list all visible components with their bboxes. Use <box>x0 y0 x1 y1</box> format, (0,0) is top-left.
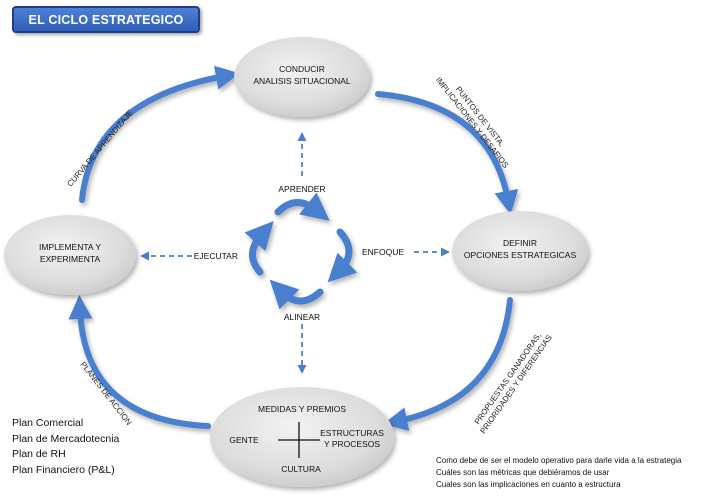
plan-item: Plan de Mercadotecnia <box>12 432 120 445</box>
center-label-aprender: APRENDER <box>278 184 325 194</box>
plan-item: Plan Financiero (P&L) <box>12 463 115 476</box>
center-label-enfoque: ENFOQUE <box>362 247 404 257</box>
arc-arrow-bottom-right <box>383 297 513 431</box>
node-conducir-line2: ANALISIS SITUACIONAL <box>253 76 351 86</box>
node-conducir: CONDUCIR ANALISIS SITUACIONAL <box>234 37 370 117</box>
arc-arrow-top-right <box>375 91 519 215</box>
cycle-arrow-right <box>327 228 358 283</box>
label-prioridades-diferencias: PRIORIDADES Y DIFERENCIAS <box>478 333 553 435</box>
plans-list: Plan Comercial Plan de Mercadotecnia Pla… <box>12 416 119 478</box>
node-implementa-line2: EXPERIMENTA <box>40 254 101 264</box>
node-definir-line1: DEFINIR <box>503 238 537 248</box>
label-curva-aprendizaje: CURVA DE APRENDIZAJE <box>65 108 134 188</box>
note-item: Cuales son las implicaciones en cuanto a… <box>436 480 621 489</box>
node-medidas-estructuras: ESTRUCTURAS <box>320 428 384 438</box>
node-medidas: MEDIDAS Y PREMIOS GENTE ESTRUCTURAS Y PR… <box>210 387 394 487</box>
diagram-title: EL CICLO ESTRATEGICO <box>12 6 200 33</box>
node-medidas-cultura: CULTURA <box>281 464 321 474</box>
node-definir: DEFINIR OPCIONES ESTRATEGICAS <box>452 211 588 291</box>
node-conducir-line1: CONDUCIR <box>279 64 325 74</box>
center-label-ejecutar: EJECUTAR <box>194 251 238 261</box>
arc-arrow-bottom-left <box>68 295 211 429</box>
notes-list: Como debe de ser el modelo operativo par… <box>436 455 681 491</box>
arc-arrow-top-left <box>79 65 240 203</box>
label-propuestas-ganadoras: PROPUESTAS GANADORAS, <box>473 331 543 426</box>
cycle-arrow-left <box>244 220 274 276</box>
label-implicaciones-desafios: IMPLICACIONES Y DESAFIOS <box>434 75 510 169</box>
note-item: Cuáles son las métricas que debiéramos d… <box>436 468 610 477</box>
node-medidas-title: MEDIDAS Y PREMIOS <box>258 404 346 414</box>
node-implementa: IMPLEMENTA Y EXPERIMENTA <box>4 215 136 295</box>
node-medidas-procesos: Y PROCESOS <box>324 439 380 449</box>
plan-item: Plan de RH <box>12 448 66 460</box>
cycle-arrow-bottom <box>269 279 324 310</box>
center-label-alinear: ALINEAR <box>284 312 320 322</box>
node-definir-line2: OPCIONES ESTRATEGICAS <box>464 250 577 260</box>
node-implementa-line1: IMPLEMENTA Y <box>39 242 101 252</box>
cycle-arrow-top <box>274 192 330 221</box>
node-medidas-gente: GENTE <box>229 435 259 445</box>
plan-item: Plan Comercial <box>12 417 84 429</box>
note-item: Como debe de ser el modelo operativo par… <box>436 456 682 465</box>
